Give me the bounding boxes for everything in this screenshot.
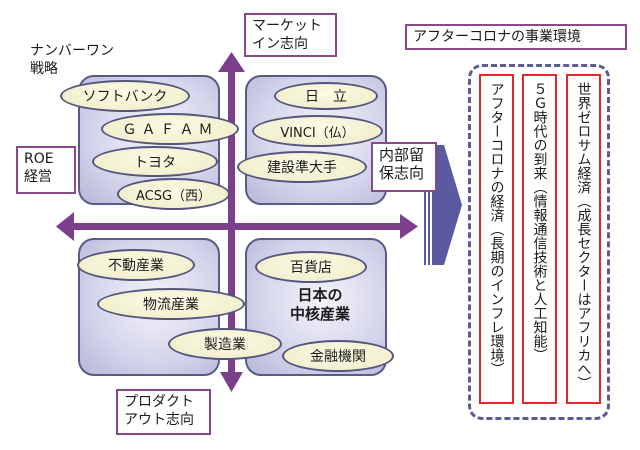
down-arrow-head <box>220 372 243 392</box>
pill-manufacturing: 製造業 <box>168 328 282 360</box>
pill-department-store: 百貨店 <box>255 251 367 283</box>
column-text: アフターコロナの経済（長期のインフレ環境） <box>488 82 505 376</box>
environment-column-zero-sum: 世界ゼロサム経済（成長セクターはアフリカへ） <box>566 74 601 404</box>
pill-softbank: ソフトバンク <box>60 80 190 112</box>
environment-container <box>468 64 610 420</box>
transition-arrow-line-2 <box>428 145 430 265</box>
environment-column-5g: ５Ｇ時代の到来（情報通信技術と人工知能） <box>522 74 557 404</box>
product-out-label: プロダクト アウト志向 <box>116 389 211 435</box>
market-in-label: マーケット イン志向 <box>244 13 337 57</box>
vertical-axis-shaft <box>228 70 235 375</box>
number-one-strategy-label: ナンバーワン 戦略 <box>30 43 114 77</box>
pill-mid-construction: 建設準大手 <box>237 151 367 183</box>
transition-arrow-head <box>432 145 462 265</box>
pill-acsg: ACSG（西） <box>117 178 230 210</box>
pill-toyota: トヨタ <box>92 146 218 177</box>
up-arrow-head <box>218 52 245 72</box>
pill-vinci: VINCI（仏） <box>252 115 383 147</box>
pill-gafam: ＧＡＦＡＭ <box>101 113 239 145</box>
environment-title: アフターコロナの事業環境 <box>405 24 627 50</box>
pill-financial-institutions: 金融機関 <box>282 340 394 372</box>
horizontal-axis-shaft <box>72 223 402 230</box>
roe-management-label: ROE 経営 <box>16 146 76 194</box>
column-text: 世界ゼロサム経済（成長セクターはアフリカへ） <box>575 82 592 390</box>
internal-reserve-label: 内部留 保志向 <box>371 142 437 192</box>
environment-column-after-corona: アフターコロナの経済（長期のインフレ環境） <box>479 74 514 404</box>
pill-real-estate: 不動産業 <box>77 249 195 281</box>
transition-arrow-line-1 <box>424 145 426 265</box>
column-text: ５Ｇ時代の到来（情報通信技術と人工知能） <box>531 82 548 362</box>
pill-logistics: 物流産業 <box>97 288 245 320</box>
right-arrow-head <box>400 214 418 239</box>
pill-hitachi: 日 立 <box>274 82 378 110</box>
japan-core-industry-label: 日本の 中核産業 <box>289 286 350 323</box>
left-arrow-head <box>56 212 74 241</box>
